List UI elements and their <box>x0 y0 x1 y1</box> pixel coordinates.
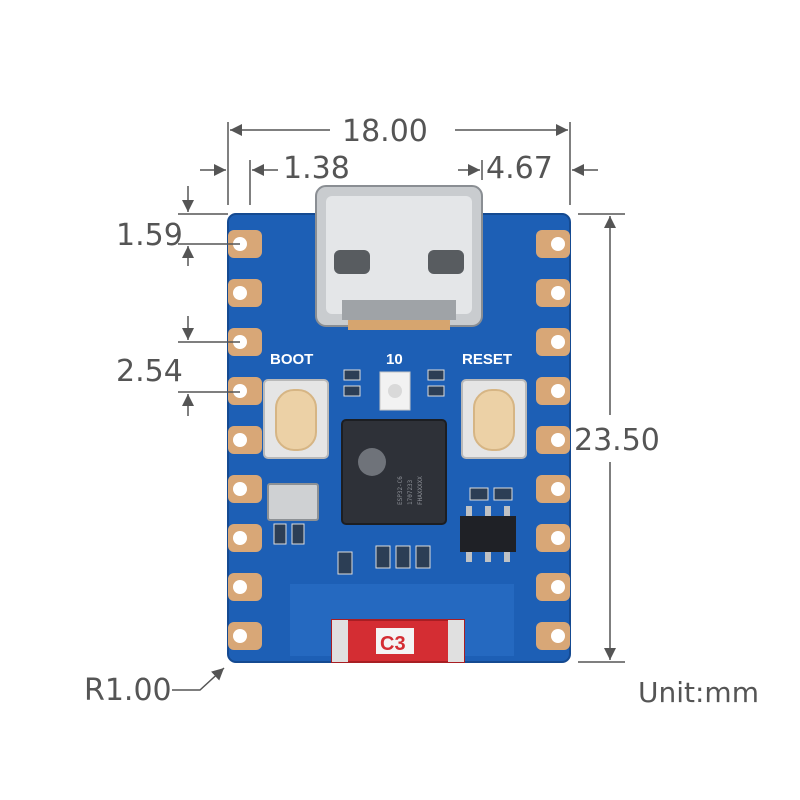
right-pin-9 <box>536 622 570 650</box>
antenna-label: C3 <box>380 633 406 655</box>
chip-marking-3: FHAXXXXX <box>417 476 424 505</box>
espressif-logo-icon <box>358 448 386 476</box>
right-pin-6 <box>536 475 570 503</box>
esp-chip: ESP32-C6 1707233 FHAXXXXX <box>341 419 447 525</box>
dim-left-offset: 1.38 <box>283 151 350 186</box>
right-pin-1 <box>536 230 570 258</box>
chip-marking-2: 1707233 <box>407 479 414 505</box>
left-pin-2 <box>228 279 262 307</box>
passive-components <box>273 369 513 575</box>
dimension-annotations <box>172 122 625 691</box>
left-pin-6 <box>228 475 262 503</box>
crystal <box>267 483 319 521</box>
right-pin-8 <box>536 573 570 601</box>
ceramic-antenna: C3 <box>331 619 465 663</box>
left-pin-7 <box>228 524 262 552</box>
rgb-led <box>379 371 411 411</box>
right-pin-2 <box>536 279 570 307</box>
boot-label: BOOT <box>270 351 313 368</box>
left-pin-5 <box>228 426 262 454</box>
dim-corner-radius: R1.00 <box>84 673 172 708</box>
dim-overall-width: 18.00 <box>342 114 428 149</box>
right-pin-4 <box>536 377 570 405</box>
boot-button <box>263 379 329 459</box>
left-pin-9 <box>228 622 262 650</box>
unit-label: Unit:mm <box>638 676 759 709</box>
left-castellated-pins <box>228 230 262 650</box>
left-pin-4 <box>228 377 262 405</box>
dim-top-pin-offset: 1.59 <box>116 218 183 253</box>
reset-button <box>461 379 527 459</box>
right-castellated-pins <box>536 230 570 650</box>
left-pin-8 <box>228 573 262 601</box>
led-label: 10 <box>386 351 403 368</box>
right-pin-7 <box>536 524 570 552</box>
reset-label: RESET <box>462 351 512 368</box>
dim-pin-pitch: 2.54 <box>116 354 183 389</box>
dim-board-height: 23.50 <box>574 423 660 458</box>
regulator-ic <box>460 506 516 562</box>
right-pin-3 <box>536 328 570 356</box>
pcb-board: BOOT RESET 10 ESP32-C6 1707233 FHAXXXXX <box>227 185 571 663</box>
dim-right-offset: 4.67 <box>486 151 553 186</box>
right-pin-5 <box>536 426 570 454</box>
chip-marking-1: ESP32-C6 <box>397 476 404 505</box>
usb-c-connector <box>315 185 483 330</box>
